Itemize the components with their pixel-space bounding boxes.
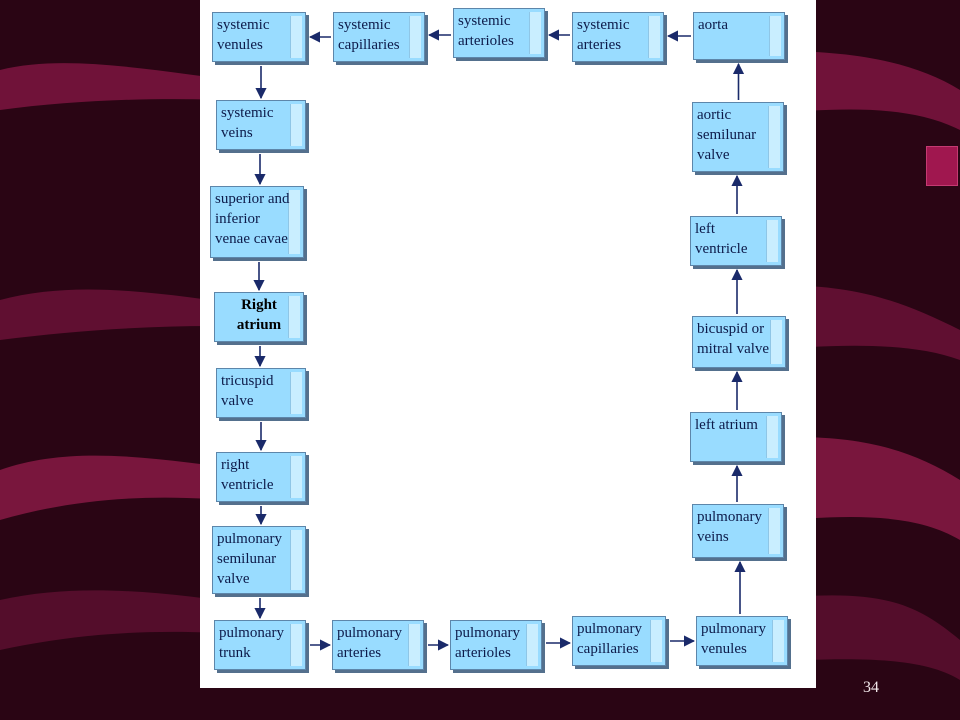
node-label-line: mitral valve [697, 341, 770, 357]
node-label-line: atrium [236, 317, 282, 333]
flow-arrows [253, 29, 746, 651]
node-label-line: veins [697, 529, 729, 545]
node-label-line: bicuspid or [697, 321, 765, 337]
node-systemic-arteries: systemic arteries [572, 12, 664, 62]
slide-number: 34 [863, 679, 879, 696]
node-label-line: semilunar [217, 551, 277, 567]
node-pulmonary-venules: pulmonary venules [696, 616, 788, 666]
node-systemic-arterioles: systemic arterioles [453, 8, 545, 58]
node-label-line: ventricle [221, 477, 274, 493]
node-label-line: arteries [577, 37, 622, 53]
node-label-line: pulmonary [455, 625, 520, 641]
node-tricuspid-valve: tricuspid valve [216, 368, 306, 418]
node-pulmonary-capillaries: pulmonary capillaries [572, 616, 666, 666]
accent-square [926, 146, 958, 186]
node-label-line: valve [217, 571, 250, 587]
node-aorta: aorta [693, 12, 785, 60]
node-label-line: superior and [215, 191, 290, 207]
node-label-line: systemic [577, 17, 630, 33]
node-label-line: pulmonary [577, 621, 642, 637]
node-label-line: capillaries [338, 37, 400, 53]
node-venae-cavae: superior and inferior venae cavae [210, 186, 304, 258]
node-label-line: venules [701, 641, 747, 657]
node-label-line: systemic [221, 105, 274, 121]
node-label-line: venae cavae [215, 231, 288, 247]
node-pulmonary-semilunar-valve: pulmonary semilunar valve [212, 526, 306, 594]
node-label-line: right [221, 457, 250, 473]
node-left-ventricle: left ventricle [690, 216, 782, 266]
node-left-atrium: left atrium [690, 412, 782, 462]
node-label-line: pulmonary [219, 625, 284, 641]
node-label-line: arterioles [458, 33, 514, 49]
node-label-line: inferior [215, 211, 260, 227]
node-systemic-venules: systemic venules [212, 12, 306, 62]
node-label-line: pulmonary [697, 509, 762, 525]
node-label-line: veins [221, 125, 253, 141]
node-label-line: trunk [219, 645, 251, 661]
node-label-line: venules [217, 37, 263, 53]
node-label-line: systemic [217, 17, 270, 33]
node-label-line: systemic [458, 13, 511, 29]
node-label-line: pulmonary [701, 621, 766, 637]
node-label-line: capillaries [577, 641, 639, 657]
node-label-line: aortic [697, 107, 732, 123]
node-pulmonary-veins: pulmonary veins [692, 504, 784, 558]
node-right-atrium: Right atrium [214, 292, 304, 342]
node-pulmonary-arterioles: pulmonary arterioles [450, 620, 542, 670]
node-label-line: valve [221, 393, 254, 409]
node-label-line: semilunar [697, 127, 757, 143]
node-label-line: pulmonary [217, 531, 282, 547]
node-label-line: valve [697, 147, 730, 163]
node-aortic-semilunar-valve: aortic semilunar valve [692, 102, 784, 172]
node-systemic-capillaries: systemic capillaries [333, 12, 425, 62]
node-label-line: aorta [698, 17, 728, 33]
node-label-line: ventricle [695, 241, 748, 257]
node-label-line: left atrium [695, 417, 758, 433]
node-label-line: left [695, 221, 715, 237]
node-pulmonary-trunk: pulmonary trunk [214, 620, 306, 670]
node-pulmonary-arteries: pulmonary arteries [332, 620, 424, 670]
node-systemic-veins: systemic veins [216, 100, 306, 150]
node-label-line: pulmonary [337, 625, 402, 641]
node-label-line: arterioles [455, 645, 511, 661]
node-label-line: tricuspid [221, 373, 274, 389]
node-label-line: systemic [338, 17, 391, 33]
node-label-line: arteries [337, 645, 382, 661]
node-right-ventricle: right ventricle [216, 452, 306, 502]
node-bicuspid-valve: bicuspid or mitral valve [692, 316, 786, 368]
node-label-line: Right [241, 297, 277, 313]
